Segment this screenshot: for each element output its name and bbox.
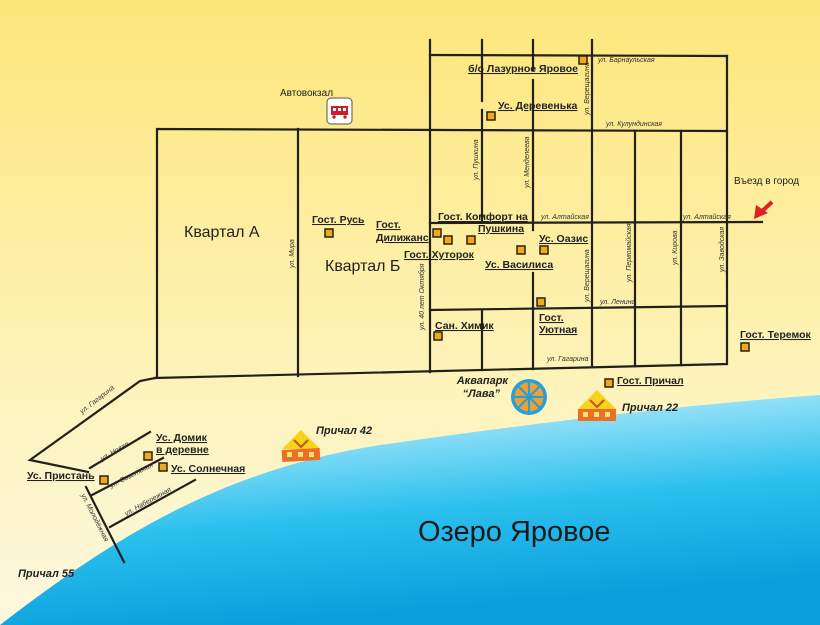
street-label: ул. Верещагина: [584, 62, 591, 116]
street-label: ул. Барнаульская: [597, 57, 655, 64]
street-label: ул. 40 лет Октября: [418, 263, 426, 331]
place-markers: [99, 55, 750, 485]
aquapark-label[interactable]: Аквапарк: [456, 375, 510, 387]
marker-teremok[interactable]: [740, 342, 750, 352]
street-label: ул. Алтайская: [540, 213, 589, 221]
bus-station-label: Автовокзал: [280, 88, 333, 99]
place-label-komfort[interactable]: Пушкина: [478, 223, 524, 235]
aquapark-wheel-icon[interactable]: [511, 379, 547, 415]
marker-lazurnoe[interactable]: [578, 55, 588, 65]
lake-label: Озеро Яровое: [418, 516, 611, 548]
marker-uyutnaya[interactable]: [536, 297, 546, 307]
place-label-khimik[interactable]: Сан. Химик: [435, 320, 494, 332]
place-label-komfort[interactable]: Гост. Комфорт на: [438, 211, 528, 223]
marker-prichal-hotel[interactable]: [604, 378, 614, 388]
pier-label-55[interactable]: Причал 55: [18, 568, 75, 580]
place-label-derevenka[interactable]: Ус. Деревенька: [498, 100, 577, 112]
roads: [27, 38, 764, 564]
marker-oazis[interactable]: [539, 245, 549, 255]
place-label-solnechnaya[interactable]: Ус. Солнечная: [171, 463, 245, 475]
district-label-b: Квартал Б: [325, 258, 400, 275]
place-label-domik[interactable]: Ус. Домик: [156, 432, 208, 444]
marker-vasilisa[interactable]: [516, 245, 526, 255]
marker-khutorok[interactable]: [443, 235, 453, 245]
street-label: ул. Алтайская: [682, 213, 731, 221]
marker-domik[interactable]: [143, 451, 153, 461]
pier-icon[interactable]: [281, 430, 321, 462]
street-label: ул. Верещагина: [584, 249, 591, 303]
bus-icon[interactable]: [326, 97, 353, 125]
street-label: ул. Пушкина: [473, 139, 480, 181]
entry-label: Въезд в город: [734, 176, 799, 187]
marker-dilizhans[interactable]: [432, 228, 442, 238]
pier-icon[interactable]: [578, 390, 616, 421]
street-label: ул. Ленина: [599, 299, 636, 306]
street-label: ул. Кирова: [672, 230, 679, 266]
place-label-pristan[interactable]: Ус. Пристань: [27, 470, 95, 482]
street-label: ул. Мира: [289, 239, 296, 269]
place-label-vasilisa[interactable]: Ус. Василиса: [485, 259, 553, 271]
lake: [0, 395, 820, 625]
place-label-oazis[interactable]: Ус. Оазис: [539, 233, 588, 245]
place-label-rus[interactable]: Гост. Русь: [312, 214, 365, 226]
place-label-domik[interactable]: в деревне: [156, 444, 209, 456]
marker-khimik[interactable]: [433, 331, 443, 341]
place-label-dilizhans[interactable]: Дилижанс: [376, 232, 429, 244]
aquapark-label[interactable]: “Лава”: [463, 388, 501, 400]
place-label-khutorok[interactable]: Гост. Хуторок: [404, 249, 475, 261]
place-label-teremok[interactable]: Гост. Теремок: [740, 329, 811, 341]
marker-komfort[interactable]: [466, 235, 476, 245]
marker-pristan[interactable]: [99, 475, 109, 485]
street-label: ул. Менделеева: [523, 136, 531, 189]
district-label-a: Квартал А: [184, 224, 260, 241]
marker-rus[interactable]: [324, 228, 334, 238]
place-label-lazurnoe[interactable]: б/о Лазурное Яровое: [468, 63, 578, 75]
place-label-uyutnaya[interactable]: Гост.: [539, 312, 564, 324]
place-label-uyutnaya[interactable]: Уютная: [539, 324, 577, 336]
pier-label-22[interactable]: Причал 22: [622, 402, 678, 414]
street-label: ул. Кулундинская: [605, 120, 662, 128]
pier-label-42[interactable]: Причал 42: [316, 425, 372, 437]
place-label-prichal-hotel[interactable]: Гост. Причал: [617, 375, 684, 387]
street-label: ул. Гагарина: [546, 356, 589, 363]
entry-arrow-icon: [754, 200, 774, 219]
street-label: ул. Первомайская: [625, 223, 633, 283]
marker-derevenka[interactable]: [486, 111, 496, 121]
place-label-dilizhans[interactable]: Гост.: [376, 219, 401, 231]
marker-solnechnaya[interactable]: [158, 462, 168, 472]
street-label: ул. Заводская: [718, 227, 726, 273]
